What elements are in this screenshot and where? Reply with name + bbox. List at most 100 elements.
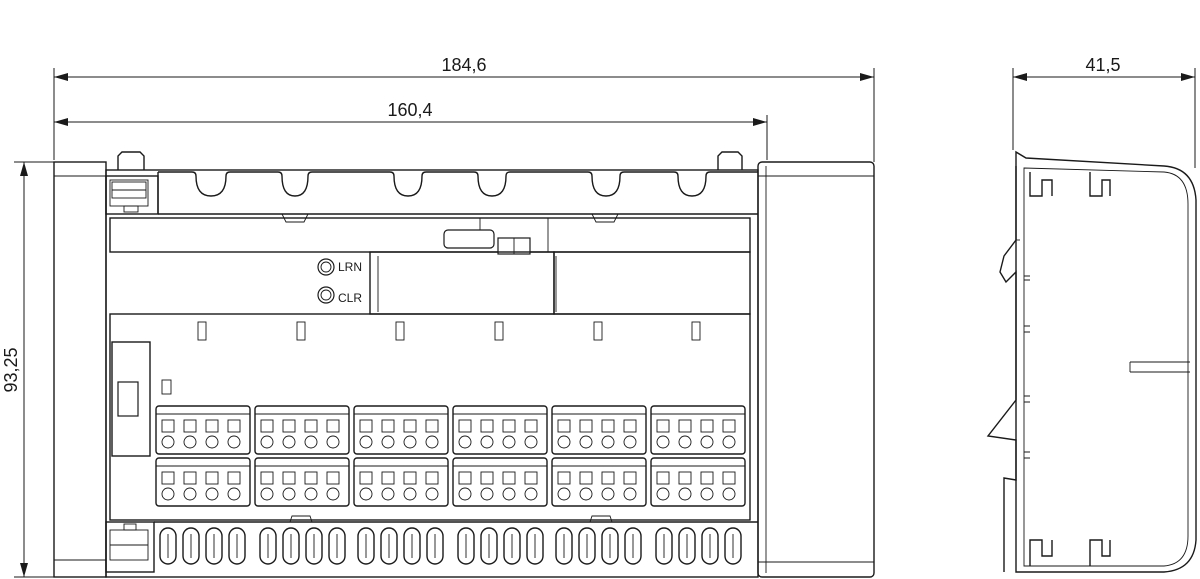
terminal-pin[interactable]	[227, 419, 241, 449]
left-end-plate	[53, 161, 107, 578]
upper-panel	[109, 217, 751, 253]
terminal-pin[interactable]	[480, 471, 494, 501]
terminal-block	[452, 405, 548, 455]
address-switch	[443, 229, 495, 249]
front-view: LRN CLR	[53, 151, 875, 578]
terminal-pin[interactable]	[381, 419, 395, 449]
side-housing	[1015, 150, 1197, 573]
vent-slot	[457, 527, 475, 565]
vent-slot	[357, 527, 375, 565]
terminal-panel	[109, 313, 751, 521]
terminal-pin[interactable]	[458, 471, 472, 501]
terminal-pin[interactable]	[700, 471, 714, 501]
terminal-pin[interactable]	[678, 419, 692, 449]
vent-slot	[480, 527, 498, 565]
terminal-pin[interactable]	[656, 419, 670, 449]
terminal-block	[650, 457, 746, 507]
terminal-pin[interactable]	[480, 419, 494, 449]
vent-slot	[182, 527, 200, 565]
display-window-left	[369, 251, 555, 315]
terminal-pin[interactable]	[227, 471, 241, 501]
terminal-pin[interactable]	[304, 471, 318, 501]
top-comb-band	[158, 171, 758, 197]
din-latch-top	[105, 175, 159, 215]
terminal-pin[interactable]	[260, 471, 274, 501]
terminal-pin[interactable]	[557, 419, 571, 449]
terminal-pin[interactable]	[381, 471, 395, 501]
terminal-pin[interactable]	[623, 471, 637, 501]
terminal-pin[interactable]	[161, 419, 175, 449]
terminal-pin[interactable]	[359, 419, 373, 449]
terminal-pin[interactable]	[722, 419, 736, 449]
terminal-pin[interactable]	[524, 471, 538, 501]
terminal-pin[interactable]	[183, 419, 197, 449]
bus-port	[117, 381, 139, 417]
vent-slot	[205, 527, 223, 565]
terminal-block	[155, 405, 251, 455]
terminal-pin[interactable]	[700, 419, 714, 449]
terminal-pin[interactable]	[403, 471, 417, 501]
terminal-pin[interactable]	[524, 419, 538, 449]
terminal-block	[353, 457, 449, 507]
terminal-pin[interactable]	[601, 419, 615, 449]
side-notches	[1024, 275, 1030, 459]
learn-button[interactable]	[317, 258, 335, 276]
vent-slot	[601, 527, 619, 565]
terminal-pin[interactable]	[304, 419, 318, 449]
dimension-height-label: 93,25	[1, 347, 21, 392]
terminal-pin[interactable]	[161, 471, 175, 501]
clear-button[interactable]	[317, 286, 335, 304]
vent-slot	[526, 527, 544, 565]
terminal-pin[interactable]	[623, 419, 637, 449]
dimension-overall-width-label: 184,6	[441, 55, 486, 75]
terminal-pin[interactable]	[579, 419, 593, 449]
terminal-block	[155, 457, 251, 507]
terminal-pin[interactable]	[425, 419, 439, 449]
vent-slot	[305, 527, 323, 565]
terminal-pin[interactable]	[502, 471, 516, 501]
terminal-pin[interactable]	[601, 471, 615, 501]
side-view	[986, 150, 1197, 573]
dimension-body-width: 160,4	[54, 100, 768, 160]
terminal-block	[551, 457, 647, 507]
vent-slot	[328, 527, 346, 565]
dimension-depth-label: 41,5	[1085, 55, 1120, 75]
vent-slot	[282, 527, 300, 565]
vent-slot	[228, 527, 246, 565]
terminal-pin[interactable]	[678, 471, 692, 501]
vent-slot	[655, 527, 673, 565]
vent-slot	[678, 527, 696, 565]
display-window-right	[553, 251, 751, 315]
terminal-pin[interactable]	[326, 471, 340, 501]
status-led	[161, 379, 172, 395]
dimension-depth: 41,5	[1012, 55, 1196, 168]
terminal-pin[interactable]	[282, 471, 296, 501]
side-hook-top	[1029, 172, 1111, 197]
terminal-pin[interactable]	[326, 419, 340, 449]
clear-button-label: CLR	[338, 291, 362, 305]
terminal-pin[interactable]	[403, 419, 417, 449]
din-rail-profile	[986, 166, 1017, 572]
terminal-pin[interactable]	[359, 471, 373, 501]
terminal-pin[interactable]	[282, 419, 296, 449]
terminal-pin[interactable]	[656, 471, 670, 501]
terminal-pin[interactable]	[557, 471, 571, 501]
terminal-pin[interactable]	[579, 471, 593, 501]
terminal-pin[interactable]	[183, 471, 197, 501]
vent-slot	[259, 527, 277, 565]
vent-slot	[701, 527, 719, 565]
vent-slot	[380, 527, 398, 565]
terminal-pin[interactable]	[458, 419, 472, 449]
vent-slot	[426, 527, 444, 565]
terminal-pin[interactable]	[502, 419, 516, 449]
vent-slot	[578, 527, 596, 565]
terminal-pin[interactable]	[205, 471, 219, 501]
vent-slot	[624, 527, 642, 565]
terminal-pin[interactable]	[260, 419, 274, 449]
bus-connector	[111, 341, 151, 457]
terminal-pin[interactable]	[205, 419, 219, 449]
terminal-pin[interactable]	[722, 471, 736, 501]
terminal-pin[interactable]	[425, 471, 439, 501]
ventilation-slots	[159, 527, 742, 565]
